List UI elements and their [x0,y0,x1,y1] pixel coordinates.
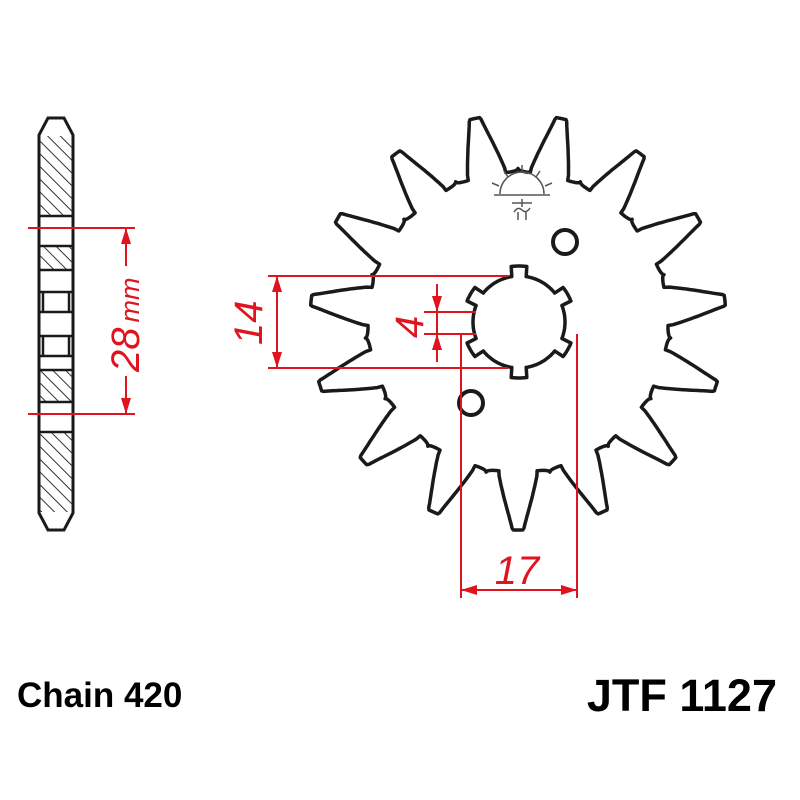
dimension-arrow-top [121,228,131,244]
jt-sun-logo-icon [491,165,553,220]
dimension-arrow-bottom [121,398,131,414]
hatch-section-lower-mid [40,370,72,402]
bolt-hole-upper [551,228,579,256]
spline-depth-dimension [424,284,476,362]
spline-major-label: 14 [227,301,271,346]
hatch-section-upper-mid [40,246,72,270]
chain-size-label: Chain 420 [17,676,183,715]
spline-depth-label: 4 [388,316,432,338]
bolt-spacing-dimension [460,334,578,598]
side-profile-view [37,116,75,532]
splined-center-hole [465,264,573,380]
bolt-spacing-label: 17 [495,549,541,593]
hatch-section-bottom [40,432,72,512]
width-dimension-label: 28mm [104,278,148,373]
bolt-hole-lower [457,389,485,417]
width-dimension [28,227,135,415]
side-profile-outline [37,116,75,532]
spline-major-dimension [268,275,508,369]
part-number-label: JTF 1127 [586,670,777,721]
hatch-section-top [40,136,72,216]
